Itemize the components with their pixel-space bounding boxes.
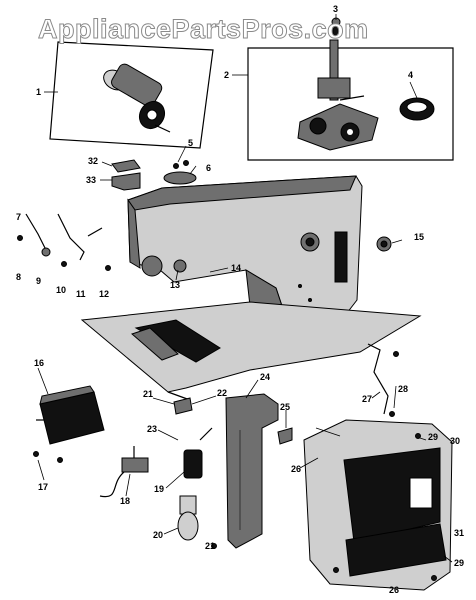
callout-32: 32	[88, 156, 98, 166]
callout-28: 28	[398, 384, 408, 394]
hook-assembly-inset	[247, 39, 454, 161]
bobbin-ring-part	[399, 97, 435, 121]
callout-10: 10	[56, 285, 66, 295]
callout-7: 7	[16, 212, 21, 222]
motor-inset	[49, 41, 214, 149]
callout-2: 2	[224, 70, 229, 80]
callout-20: 20	[153, 530, 163, 540]
light-shield-part	[225, 393, 279, 549]
face-cover-part	[303, 419, 453, 591]
leader-lines	[37, 14, 453, 563]
callout-4: 4	[408, 70, 413, 80]
callout-1: 1	[36, 87, 41, 97]
callout-15: 15	[414, 232, 424, 242]
callout-16: 16	[34, 358, 44, 368]
callout-6: 6	[206, 163, 211, 173]
callout-8: 8	[16, 272, 21, 282]
top-cover-plates	[111, 159, 197, 191]
callout-19: 19	[154, 484, 164, 494]
callout-24: 24	[260, 372, 270, 382]
left-levers	[17, 213, 111, 271]
hook-assembly-part	[297, 39, 379, 151]
motor-part	[103, 63, 171, 133]
callout-33: 33	[86, 175, 96, 185]
callout-23: 23	[147, 424, 157, 434]
plug-part	[99, 446, 149, 498]
callout-21-lower: 21	[205, 541, 215, 551]
callout-17: 17	[38, 482, 48, 492]
callout-21-upper: 21	[143, 389, 153, 399]
callout-29-bottom: 29	[454, 558, 464, 568]
callout-22: 22	[217, 388, 227, 398]
set-screw-part	[331, 17, 341, 37]
callout-11: 11	[76, 289, 86, 299]
machine-bed	[80, 301, 422, 401]
lamp-bulb-part	[177, 495, 199, 541]
callout-9: 9	[36, 276, 41, 286]
small-brackets	[173, 397, 293, 549]
callout-12: 12	[99, 289, 109, 299]
lamp-socket-part	[183, 427, 213, 479]
callout-18: 18	[120, 496, 130, 506]
watermark-text: AppliancePartsPros.com	[38, 14, 369, 45]
callout-13: 13	[170, 280, 180, 290]
callout-5: 5	[188, 138, 193, 148]
callout-labels: 1 2 3 4 5 6 7 8 9 10 11 12 13 14 15 16 1…	[16, 4, 464, 595]
callout-14: 14	[231, 263, 241, 273]
machine-head	[127, 175, 363, 331]
callout-27: 27	[362, 394, 372, 404]
callout-3: 3	[333, 4, 338, 14]
callout-25: 25	[280, 402, 290, 412]
hinge-part	[367, 343, 399, 417]
callout-26-left: 26	[291, 464, 301, 474]
tension-knob-part	[376, 236, 392, 252]
switch-block-part	[33, 385, 105, 463]
callout-31: 31	[454, 528, 464, 538]
callout-30: 30	[450, 436, 460, 446]
callout-26-bottom: 26	[389, 585, 399, 595]
callout-29-top: 29	[428, 432, 438, 442]
